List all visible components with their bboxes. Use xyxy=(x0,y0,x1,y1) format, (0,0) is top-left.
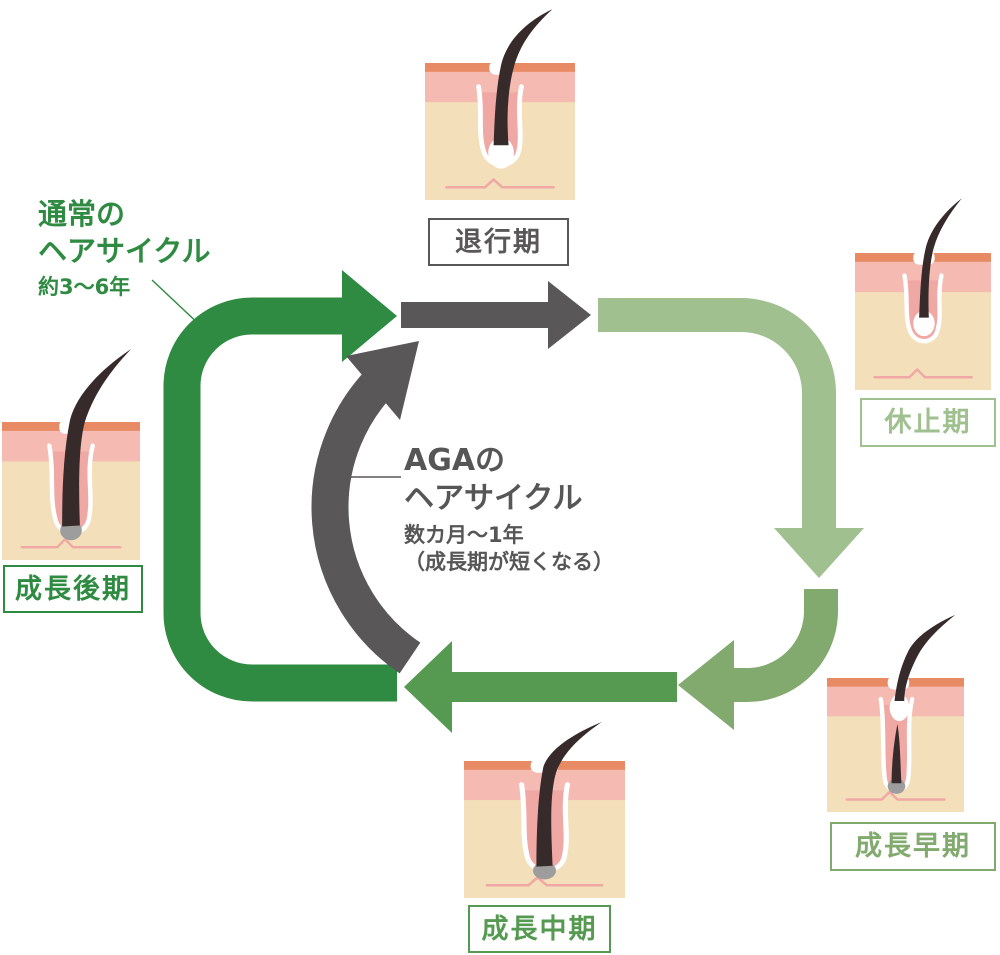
skin-illustration-late-anagen xyxy=(2,349,140,560)
regrowth-arrow-head xyxy=(404,641,452,733)
stage-label-early-anagen: 成長早期 xyxy=(830,822,996,871)
normal-cycle-arrow-head xyxy=(342,270,397,362)
skin-illustration-telogen xyxy=(855,198,991,390)
aga-cycle-duration: 数カ月〜1年 xyxy=(404,523,524,547)
stage-label-late-anagen: 成長後期 xyxy=(3,565,143,613)
follicle-outline xyxy=(902,273,944,344)
telogen-arc-arrow-body xyxy=(598,298,836,529)
subcutis-line xyxy=(873,368,973,379)
normal-cycle-title: 通常の ヘアサイクル 約3〜6年 xyxy=(38,196,211,302)
skin-illustration-early-anagen xyxy=(827,614,964,812)
aga-cycle-title: AGAの ヘアサイクル 数カ月〜1年 （成長期が短くなる） xyxy=(404,442,614,576)
normal-cycle-arrow-body xyxy=(163,297,397,702)
hair-shaft xyxy=(493,9,553,146)
subcutis-line xyxy=(845,790,946,801)
subcutis-line xyxy=(20,538,122,549)
old-hair-shaft xyxy=(894,614,956,701)
stage-label-catagen: 退行期 xyxy=(428,218,569,266)
hair-shaft xyxy=(62,349,132,527)
aga-cycle-title-line1: AGAの xyxy=(404,443,506,478)
hair-shaft xyxy=(536,721,602,867)
normal-cycle-title-line2: ヘアサイクル xyxy=(38,234,211,268)
catagen-transition-arrow-head xyxy=(548,281,591,349)
telogen-arc-arrow-head xyxy=(774,528,864,578)
skin-illustration-catagen xyxy=(425,9,575,200)
early-anagen-arc-arrow-body xyxy=(734,589,838,702)
aga-cycle-note: （成長期が短くなる） xyxy=(404,550,614,574)
aga-cycle-arc-head xyxy=(346,341,419,420)
normal-cycle-title-line1: 通常の xyxy=(38,197,126,231)
normal-cycle-duration: 約3〜6年 xyxy=(38,275,131,299)
stage-label-mid-anagen: 成長中期 xyxy=(468,905,611,953)
aga-cycle-title-line2: ヘアサイクル xyxy=(404,481,583,516)
early-anagen-arc-arrow-head xyxy=(678,640,734,730)
hair-club-bulb xyxy=(913,310,935,337)
new-hair-shaft xyxy=(891,723,902,784)
skin-illustration-mid-anagen xyxy=(464,721,625,898)
hair-club-bulb xyxy=(889,694,910,722)
subcutis-line xyxy=(445,178,555,189)
stage-label-telogen: 休止期 xyxy=(860,398,996,447)
hair-shaft xyxy=(919,198,962,318)
aga-cycle-arc-body xyxy=(311,361,421,674)
